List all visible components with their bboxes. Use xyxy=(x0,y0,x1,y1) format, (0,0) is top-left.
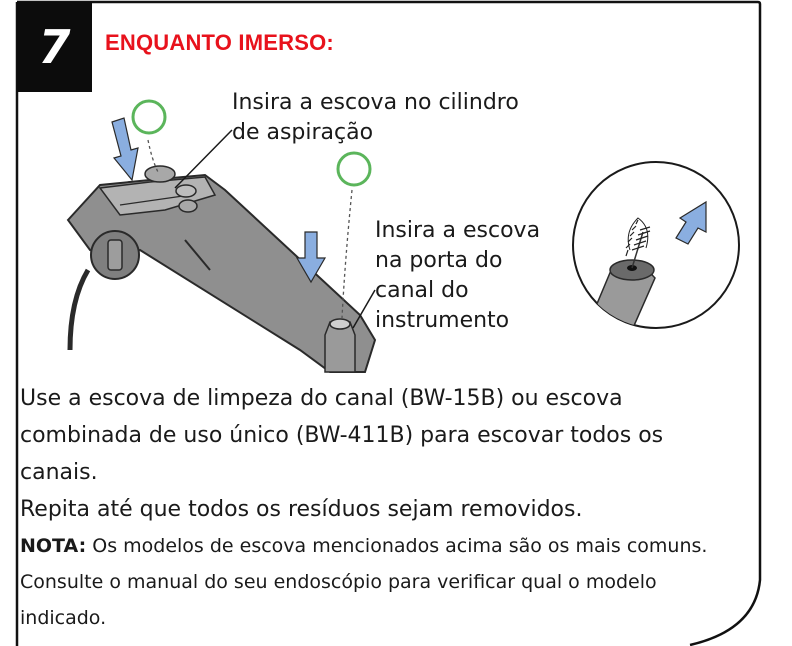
instruction-paragraph-repeat: Repita até que todos os resíduos sejam r… xyxy=(20,497,583,522)
suction-cylinder-callout: Insira a escova no cilindro de aspiração xyxy=(232,90,519,145)
brush-zoom-detail xyxy=(572,161,740,329)
instrument-port-callout: Insira a escova na porta do canal do ins… xyxy=(375,218,541,333)
up-arrow-icon xyxy=(675,200,707,245)
down-arrow-icon xyxy=(295,231,327,284)
step-title: ENQUANTO IMERSO: xyxy=(105,30,334,55)
note-paragraph: NOTA: Os modelos de escova mencionados a… xyxy=(20,528,740,636)
instructions-body: Use a escova de limpeza do canal (BW-15B… xyxy=(20,380,740,636)
suction-ring-icon xyxy=(131,99,167,135)
endoscope-handle xyxy=(66,165,377,373)
endoscope-illustration xyxy=(66,99,740,373)
instruction-paragraph: Use a escova de limpeza do canal (BW-15B… xyxy=(20,386,664,485)
down-arrow-icon xyxy=(111,117,139,182)
step-number: 7 xyxy=(38,20,71,74)
note-label: NOTA: xyxy=(20,535,87,557)
port-ring-icon xyxy=(336,151,372,187)
note-text: Os modelos de escova mencionados acima s… xyxy=(20,535,708,629)
step-number-box: 7 xyxy=(17,2,92,92)
